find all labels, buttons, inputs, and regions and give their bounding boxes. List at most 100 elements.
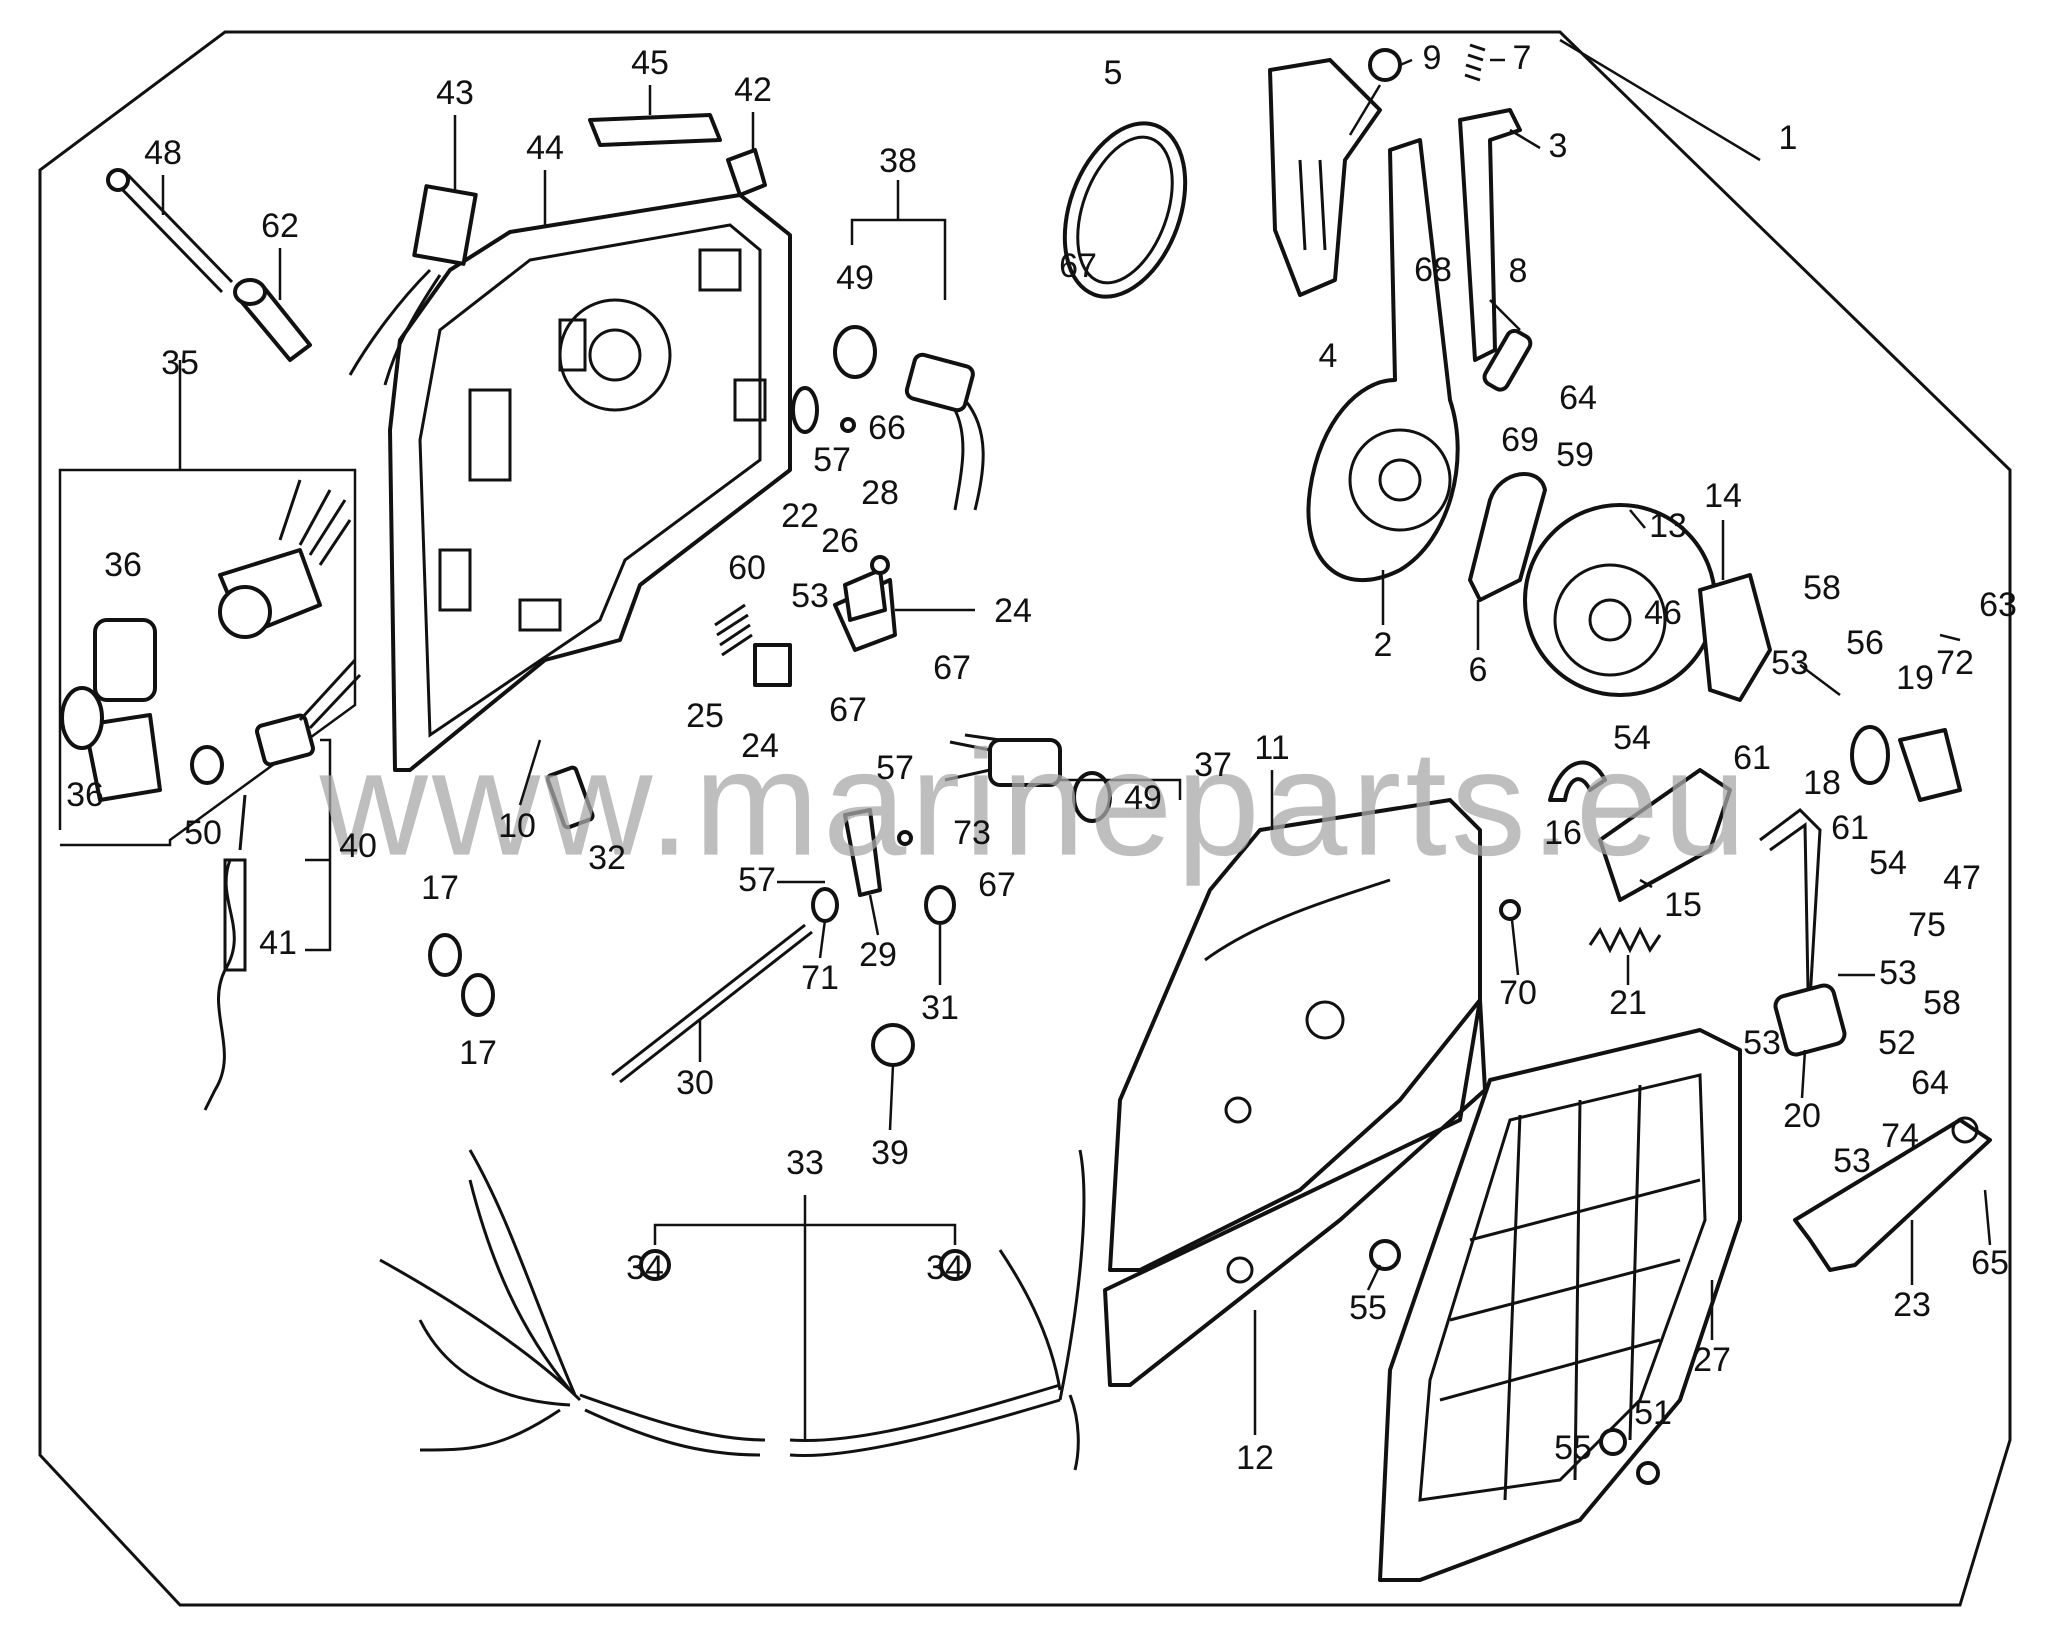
lever-part-4: [1268, 58, 1382, 297]
trim-switch-37: [944, 733, 1182, 823]
callout-5: 5: [1104, 54, 1123, 92]
callout-49-a: 49: [836, 259, 874, 297]
callout-60: 60: [728, 549, 766, 587]
callout-6: 6: [1469, 651, 1488, 689]
callout-34-a: 34: [626, 1249, 664, 1287]
callout-54-a: 54: [1613, 719, 1651, 757]
callout-72: 72: [1936, 644, 1974, 682]
callout-46: 46: [1644, 594, 1682, 632]
clip-part-32: [545, 765, 595, 830]
callout-39: 39: [871, 1134, 909, 1172]
callout-33: 33: [786, 1144, 824, 1182]
callout-61-b: 61: [1831, 809, 1869, 847]
callout-63: 63: [1979, 586, 2017, 624]
callout-2: 2: [1374, 626, 1393, 664]
callout-73: 73: [953, 814, 991, 852]
cam-part-6: [1468, 472, 1547, 602]
grommet-part-17-b: [461, 973, 495, 1017]
callout-19: 19: [1896, 659, 1934, 697]
callout-75: 75: [1908, 906, 1946, 944]
callout-7: 7: [1513, 39, 1532, 77]
callout-43: 43: [436, 74, 474, 112]
leader-lines: [161, 38, 1992, 1435]
callout-4: 4: [1319, 337, 1338, 375]
callout-21: 21: [1609, 984, 1647, 1022]
callout-26: 26: [821, 522, 859, 560]
label-part-45: [588, 113, 722, 147]
spring-part-7: [1464, 43, 1486, 82]
callout-13: 13: [1649, 507, 1687, 545]
callout-59: 59: [1556, 436, 1594, 474]
callout-45: 45: [631, 44, 669, 82]
switch-part-43: [348, 184, 478, 386]
diagram-frame: [38, 30, 2012, 1607]
callout-50: 50: [184, 814, 222, 852]
clip-part-42: [726, 148, 767, 197]
callout-41: 41: [259, 924, 297, 962]
gear-part-39: [871, 1023, 915, 1067]
tube-part-62: [233, 278, 312, 362]
callout-67-c: 67: [978, 866, 1016, 904]
callout-55-b: 55: [1554, 1429, 1592, 1467]
bracket-part-19: [1898, 728, 1962, 802]
arm-part-23: [1793, 1116, 1992, 1272]
callout-23: 23: [1893, 1286, 1931, 1324]
callout-48: 48: [144, 134, 182, 172]
callout-55-a: 55: [1349, 1289, 1387, 1327]
washer-part-55-b: [1599, 1428, 1627, 1456]
callout-53-a: 53: [1771, 644, 1809, 682]
callout-11: 11: [1254, 729, 1289, 767]
callout-17-a: 17: [421, 869, 459, 907]
callout-70: 70: [1499, 974, 1537, 1012]
nut-part-51: [1636, 1461, 1660, 1485]
neutral-switch-cluster: [714, 555, 975, 687]
callout-20: 20: [1783, 1097, 1821, 1135]
washer-part-22: [791, 386, 819, 434]
callout-25: 25: [686, 697, 724, 735]
bolt-part-48: [106, 168, 234, 294]
callout-37: 37: [1194, 746, 1232, 784]
part-callouts: 1 2 3 4 5 6 7 8 9 10 11 12 13 14 15 16 1…: [66, 39, 2017, 1477]
linkage-part-18: [1759, 808, 1822, 1001]
callout-67-a: 67: [933, 649, 971, 687]
callout-22: 22: [781, 497, 819, 535]
rod-part-30: [611, 923, 813, 1084]
callout-47: 47: [1943, 859, 1981, 897]
screw-part-73: [897, 830, 913, 846]
callout-57-b: 57: [876, 749, 914, 787]
clip-part-31: [924, 885, 956, 925]
grommet-part-17-a: [428, 933, 462, 977]
callout-56: 56: [1846, 624, 1884, 662]
callout-65: 65: [1971, 1244, 2009, 1282]
washer-part-55-a: [1369, 1239, 1401, 1271]
callout-8: 8: [1509, 252, 1528, 290]
callout-53-c: 53: [1879, 954, 1917, 992]
callout-31: 31: [921, 989, 959, 1027]
gear-plate-part-13: [1523, 503, 1717, 697]
callout-18: 18: [1803, 764, 1841, 802]
callout-64-b: 64: [1911, 1064, 1949, 1102]
callout-24-b: 24: [741, 727, 779, 765]
callout-3: 3: [1549, 127, 1568, 165]
callout-64-a: 64: [1559, 379, 1597, 417]
callout-58-b: 58: [1923, 984, 1961, 1022]
callout-49-b: 49: [1124, 779, 1162, 817]
arm-part-29: [843, 808, 882, 897]
callout-34-b: 34: [926, 1249, 964, 1287]
callout-53-d: 53: [1743, 1024, 1781, 1062]
callout-9: 9: [1423, 39, 1442, 77]
callout-57-c: 57: [738, 861, 776, 899]
callout-10: 10: [498, 807, 536, 845]
washer-part-71: [811, 887, 839, 923]
callout-36-b: 36: [66, 776, 104, 814]
callout-40: 40: [339, 827, 377, 865]
callout-32: 32: [588, 839, 626, 877]
plate-part-14: [1698, 573, 1772, 702]
callout-67-b: 67: [829, 691, 867, 729]
side-cover-part-11: [1108, 798, 1482, 1272]
ring-part-5: [1062, 121, 1188, 299]
watermark: www.marineparts.eu: [319, 719, 1751, 887]
sleeve-part-8: [1482, 328, 1533, 392]
callout-58-a: 58: [1803, 569, 1841, 607]
